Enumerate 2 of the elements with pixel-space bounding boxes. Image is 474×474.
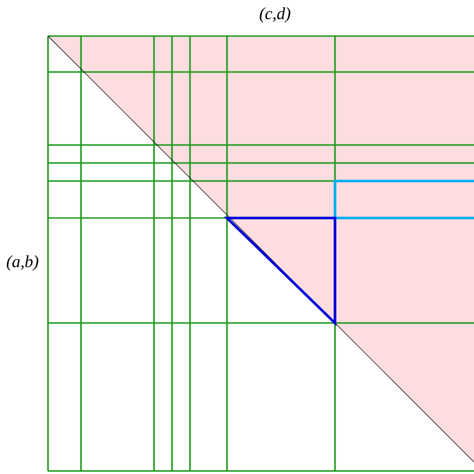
axis-label: (c,d) xyxy=(260,7,290,23)
axis-label: (a,b) xyxy=(6,255,38,271)
